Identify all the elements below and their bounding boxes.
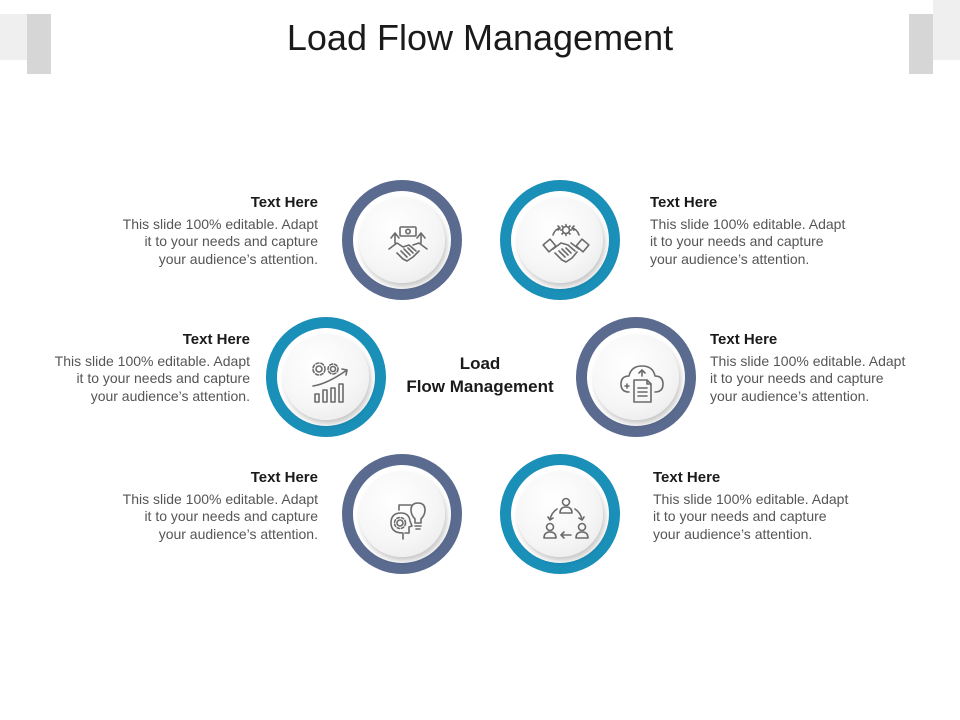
cloud-document-icon: [620, 365, 664, 403]
item-body: This slide 100% editable. Adapt it to yo…: [54, 352, 250, 404]
corner-tab-right-dark: [909, 14, 933, 74]
text-block-bottom-right: Text Here This slide 100% editable. Adap…: [653, 469, 853, 543]
ring-top-right: [500, 180, 620, 300]
text-block-middle-left: Text Here This slide 100% editable. Adap…: [50, 331, 250, 405]
item-body: This slide 100% editable. Adapt it to yo…: [122, 215, 318, 267]
gears-growth-chart-icon: [312, 362, 348, 403]
slide-title: Load Flow Management: [286, 17, 674, 58]
ring-bottom-left: [342, 454, 462, 574]
item-heading: Text Here: [182, 331, 250, 348]
center-label-line1: Load: [459, 354, 501, 373]
item-heading: Text Here: [653, 469, 721, 486]
item-body: This slide 100% editable. Adapt it to yo…: [653, 490, 849, 542]
item-heading: Text Here: [250, 469, 318, 486]
center-label-line2: Flow Management: [406, 377, 554, 396]
ring-middle-left: [266, 317, 386, 437]
corner-tab-left-dark: [27, 14, 51, 74]
ring-bottom-right: [500, 454, 620, 574]
corner-tab-left-light: [0, 14, 27, 60]
corner-tab-right-light: [933, 0, 960, 60]
text-block-top-right: Text Here This slide 100% editable. Adap…: [650, 194, 850, 268]
handshake-gear-icon: [542, 223, 590, 263]
item-heading: Text Here: [710, 331, 778, 348]
item-body: This slide 100% editable. Adapt it to yo…: [710, 352, 906, 404]
text-block-bottom-left: Text Here This slide 100% editable. Adap…: [118, 469, 318, 543]
ring-middle-right: [576, 317, 696, 437]
handshake-money-icon: [388, 226, 428, 262]
text-block-top-left: Text Here This slide 100% editable. Adap…: [118, 194, 318, 268]
item-body: This slide 100% editable. Adapt it to yo…: [650, 215, 846, 267]
item-heading: Text Here: [650, 194, 718, 211]
ring-top-left: [342, 180, 462, 300]
item-heading: Text Here: [250, 194, 318, 211]
text-block-middle-right: Text Here This slide 100% editable. Adap…: [710, 331, 910, 405]
head-gear-bulb-icon: [390, 502, 426, 540]
center-label: Load Flow Management: [380, 352, 580, 398]
people-cycle-icon: [543, 497, 589, 539]
item-body: This slide 100% editable. Adapt it to yo…: [122, 490, 318, 542]
